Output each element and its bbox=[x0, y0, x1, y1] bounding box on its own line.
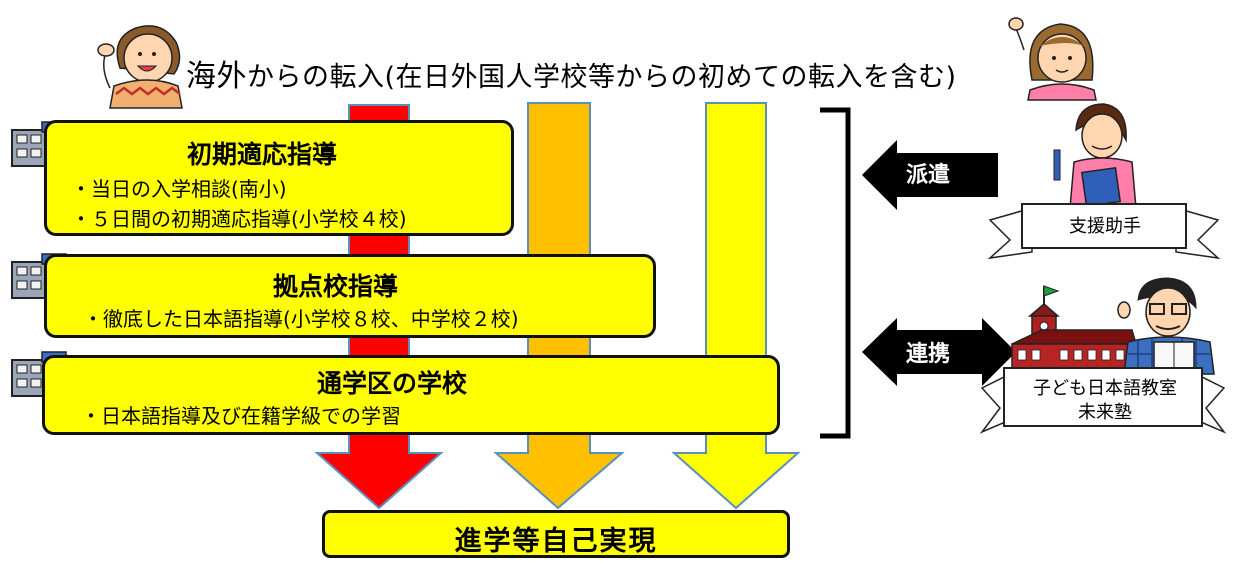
teacher-icon bbox=[1053, 103, 1137, 209]
school-building-icon bbox=[1011, 285, 1137, 375]
child-waving-icon bbox=[97, 25, 183, 109]
initial-adaptation-box: 初期適応指導 ・当日の入学相談(南小) ・５日間の初期適応指導(小学校４校) bbox=[44, 120, 514, 236]
hub-school-title: 拠点校指導 bbox=[273, 272, 399, 301]
man-reading-icon bbox=[1117, 277, 1215, 375]
district-school-title: 通学区の学校 bbox=[317, 369, 468, 398]
dispatch-arrow bbox=[862, 140, 998, 210]
support-scroll-banner bbox=[987, 203, 1221, 260]
grouping-bracket bbox=[820, 107, 851, 439]
initial-adaptation-item: ・当日の入学相談(南小) bbox=[71, 177, 287, 201]
dispatch-label: 派遣 bbox=[906, 163, 951, 188]
classroom-label: 子ども日本語教室 bbox=[1033, 378, 1177, 399]
yellow-flow-arrow bbox=[671, 102, 801, 510]
classroom-scroll-banner bbox=[979, 367, 1227, 434]
support-assistant-label: 支援助手 bbox=[1069, 216, 1141, 237]
girl-waving-icon bbox=[1008, 17, 1097, 101]
heading-lead: 海外 bbox=[186, 59, 247, 94]
district-school-item: ・日本語指導及び在籍学級での学習 bbox=[81, 404, 401, 428]
self-realization-title: 進学等自己実現 bbox=[454, 526, 658, 557]
transfer-heading: 海外からの転入(在日外国人学校等からの初めての転入を含む) bbox=[186, 55, 1046, 99]
self-realization-box: 進学等自己実現 bbox=[322, 510, 790, 558]
hub-school-box: 拠点校指導 ・徹底した日本語指導(小学校８校、中学校２校) bbox=[44, 254, 656, 338]
classroom-name-label: 未来塾 bbox=[1078, 402, 1132, 423]
heading-rest: からの転入(在日外国人学校等からの初めての転入を含む) bbox=[247, 62, 957, 93]
collaboration-arrow bbox=[862, 318, 1016, 386]
initial-adaptation-title: 初期適応指導 bbox=[187, 140, 338, 169]
district-school-box: 通学区の学校 ・日本語指導及び在籍学級での学習 bbox=[42, 355, 780, 435]
hub-school-item: ・徹底した日本語指導(小学校８校、中学校２校) bbox=[83, 307, 519, 331]
initial-adaptation-item: ・５日間の初期適応指導(小学校４校) bbox=[71, 207, 407, 231]
collaboration-label: 連携 bbox=[906, 342, 951, 367]
